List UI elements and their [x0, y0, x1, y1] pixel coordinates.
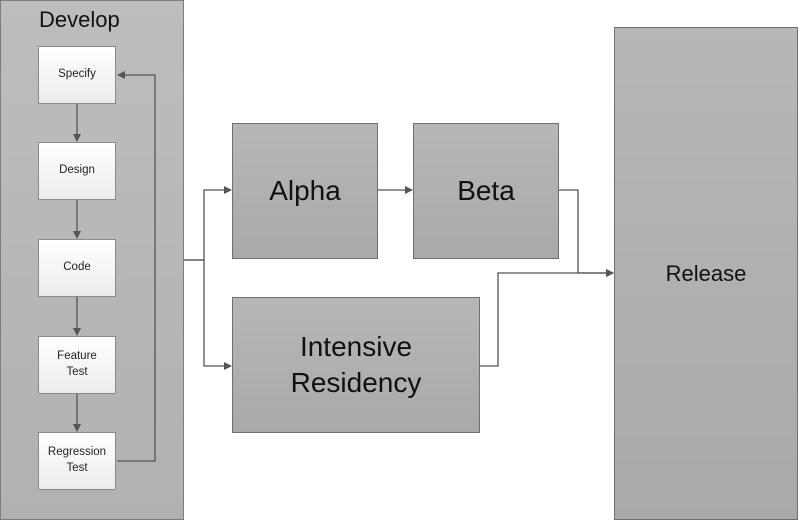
alpha-stage-box: Alpha [232, 123, 378, 259]
arrow-develop-to-intensive-residency [184, 259, 232, 370]
intensive-residency-stage-box: Intensive Residency [232, 297, 480, 433]
step-design: Design [38, 142, 116, 200]
arrow-develop-to-alpha [184, 186, 232, 261]
arrow-beta-to-release [559, 189, 614, 277]
step-specify: Specify [38, 46, 116, 104]
arrow-regression-loop-to-specify [117, 71, 156, 462]
develop-phase-title: Develop [39, 7, 120, 32]
release-stage-box: Release [614, 27, 798, 520]
step-feature-test: Feature Test [38, 336, 116, 394]
step-code: Code [38, 239, 116, 297]
beta-stage-box: Beta [413, 123, 559, 259]
arrow-intensive-residency-to-release [480, 269, 614, 367]
step-regression-test: Regression Test [38, 432, 116, 490]
